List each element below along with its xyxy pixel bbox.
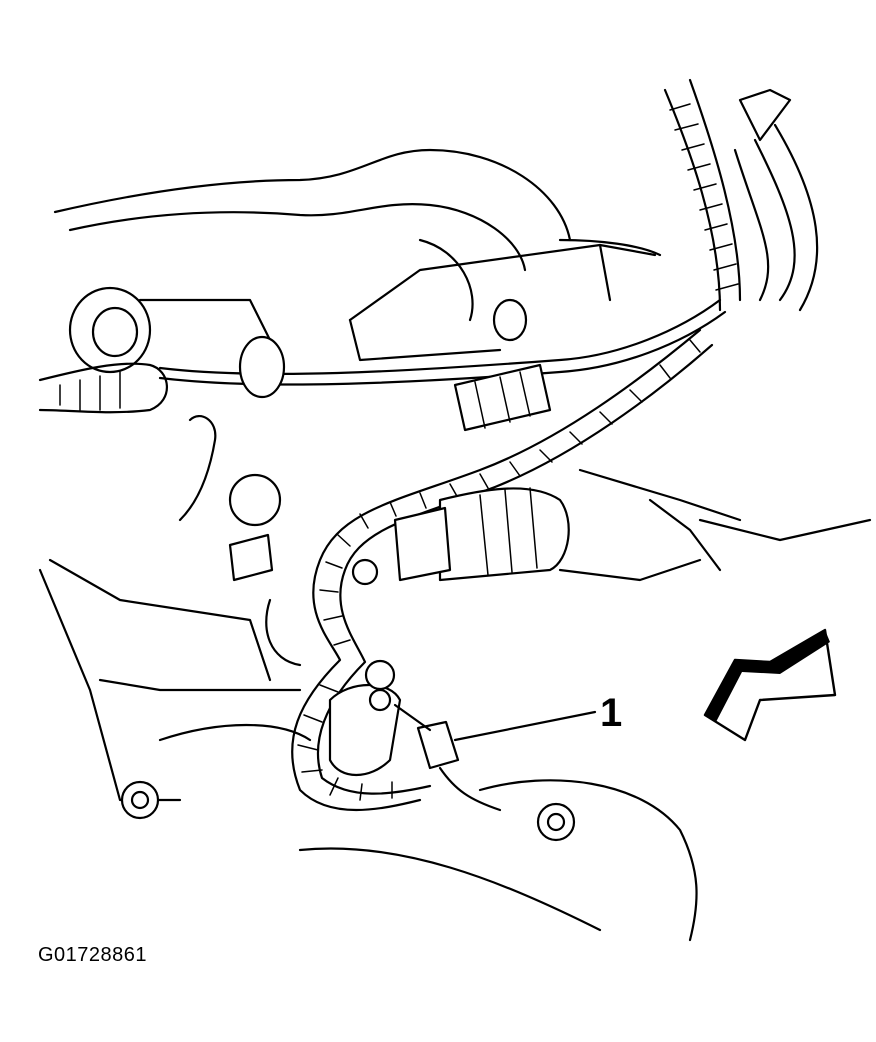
center-component	[178, 415, 570, 586]
view-direction-arrow	[703, 628, 837, 742]
callout-1: 1	[453, 691, 622, 742]
lower-right-boss	[298, 779, 698, 942]
upper-harness	[663, 78, 819, 312]
figure-id: G01728861	[38, 944, 148, 966]
engine-block	[38, 468, 872, 820]
vacuum-line	[158, 298, 727, 432]
intake-tube	[53, 148, 662, 362]
main-harness	[291, 328, 714, 812]
callout-1-label: 1	[600, 691, 622, 735]
sensor-mount	[328, 659, 502, 812]
left-coupler	[38, 286, 272, 414]
